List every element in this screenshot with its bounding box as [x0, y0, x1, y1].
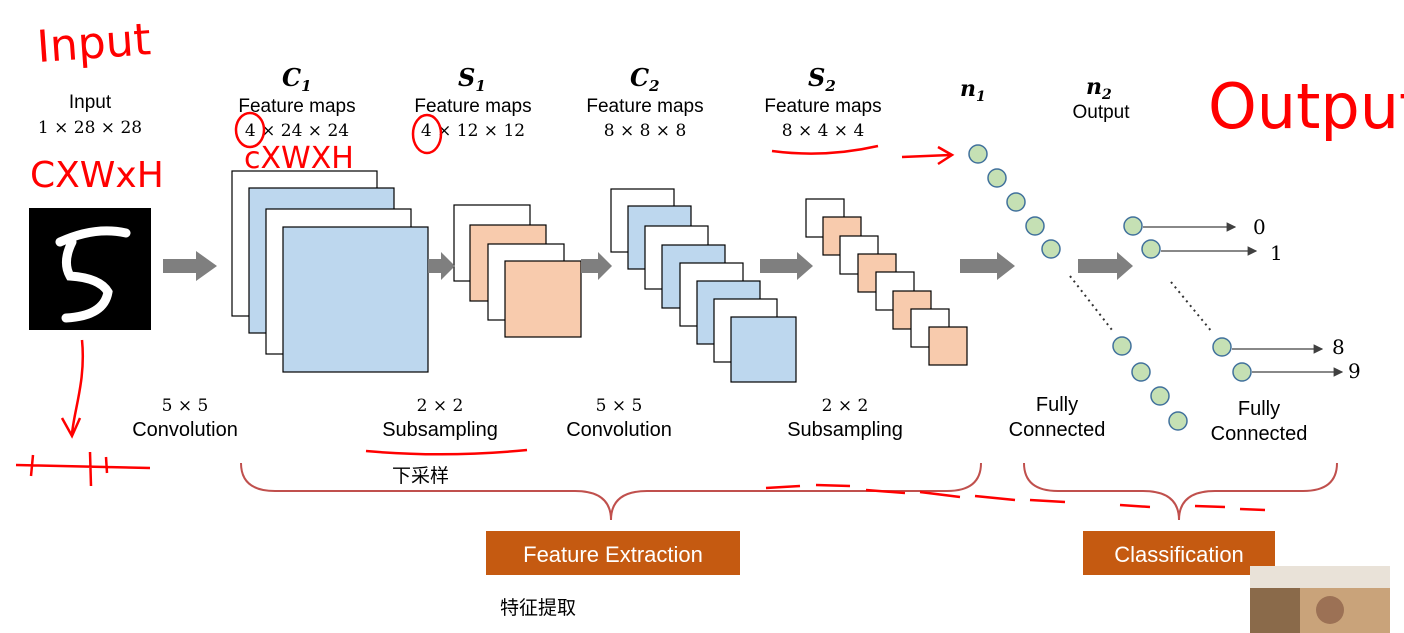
svg-text:4 × 24 × 24: 4 × 24 × 24 [245, 121, 349, 141]
feature-cn-note: 特征提取 [500, 597, 576, 619]
s2-feature-maps [805, 198, 968, 366]
flow-arrows [163, 251, 1133, 281]
svg-text:4 × 12 × 12: 4 × 12 × 12 [421, 121, 525, 141]
svg-text:C2: C2 [630, 63, 660, 95]
flow-arrow [581, 252, 612, 280]
neuron-node [1141, 239, 1161, 259]
svg-text:Feature maps: Feature maps [414, 96, 531, 117]
svg-text:2 × 2: 2 × 2 [417, 396, 464, 416]
c2-feature-maps [610, 188, 797, 383]
svg-text:Connected: Connected [1009, 419, 1106, 441]
cwh-handwritten-c1: cXWXH [244, 141, 354, 176]
c1-header: C1 Feature maps 4 × 24 × 24 [238, 63, 355, 141]
sub1-label: 2 × 2 Subsampling [382, 396, 498, 441]
subsample-cn-note: 下采样 [392, 465, 449, 487]
neuron-node [1212, 337, 1232, 357]
output-arrows [1143, 222, 1344, 377]
svg-text:5 × 5: 5 × 5 [596, 396, 643, 416]
n1-nodes [968, 144, 1188, 431]
svg-text:Feature maps: Feature maps [586, 96, 703, 117]
svg-text:Feature Extraction: Feature Extraction [523, 542, 703, 567]
fc1-label: Fully Connected [1009, 394, 1106, 441]
n2-nodes [1123, 216, 1252, 382]
svg-text:n1: n1 [960, 76, 986, 105]
svg-text:Convolution: Convolution [566, 419, 672, 441]
output-label-9: 9 [1348, 359, 1361, 383]
feature-extraction-banner: Feature Extraction [486, 531, 740, 575]
flow-arrow [428, 252, 455, 280]
svg-text:8 × 8 × 8: 8 × 8 × 8 [604, 121, 687, 141]
svg-text:Fully: Fully [1036, 394, 1078, 416]
svg-text:8 × 4 × 4: 8 × 4 × 4 [782, 121, 865, 141]
n1-handwritten-arrow [901, 145, 955, 166]
feature-extraction-brace [240, 462, 982, 521]
s2-dims-underline [771, 144, 879, 155]
output-label-0: 0 [1253, 215, 1266, 239]
digit-image [29, 208, 151, 330]
s1-header: S1 Feature maps 4 × 12 × 12 [414, 63, 531, 141]
c2-header: C2 Feature maps 8 × 8 × 8 [586, 63, 703, 141]
conv2-label: 5 × 5 Convolution [566, 396, 672, 441]
svg-text:Connected: Connected [1211, 423, 1308, 445]
cwh-handwritten-left: CXWxH [30, 155, 164, 196]
classification-banner: Classification [1083, 531, 1275, 575]
svg-text:S2: S2 [808, 63, 836, 95]
svg-text:5 × 5: 5 × 5 [162, 396, 209, 416]
n2-ellipsis [1170, 281, 1213, 333]
neuron-node [1131, 362, 1151, 382]
neuron-node [1006, 192, 1026, 212]
svg-text:Convolution: Convolution [132, 419, 238, 441]
svg-text:C1: C1 [282, 63, 312, 95]
output-handwritten: Output [1208, 70, 1404, 143]
svg-text:Fully: Fully [1238, 398, 1280, 420]
input-handwritten: Input [35, 14, 152, 73]
c1-feature-maps [231, 170, 429, 373]
flow-arrow [760, 252, 813, 280]
c1-channel-circle [234, 111, 266, 149]
svg-text:Output: Output [1072, 102, 1130, 123]
input-title: Input [69, 92, 112, 113]
svg-text:2 × 2: 2 × 2 [822, 396, 869, 416]
svg-text:Feature maps: Feature maps [238, 96, 355, 117]
svg-text:n2: n2 [1086, 74, 1112, 103]
classification-brace [1023, 462, 1338, 521]
neuron-node [1112, 336, 1132, 356]
neuron-node [987, 168, 1007, 188]
svg-text:S1: S1 [458, 63, 486, 95]
svg-text:Subsampling: Subsampling [382, 419, 498, 441]
webcam-thumbnail [1250, 566, 1390, 633]
fc2-label: Fully Connected [1211, 398, 1308, 445]
neuron-node [1150, 386, 1170, 406]
subsampling-underline [365, 448, 528, 456]
s2-header: S2 Feature maps 8 × 4 × 4 [764, 63, 881, 141]
s1-feature-maps [453, 204, 582, 338]
flow-arrow [163, 251, 217, 281]
neuron-node [1232, 362, 1252, 382]
input-down-arrow [60, 339, 84, 439]
svg-text:Classification: Classification [1114, 542, 1244, 567]
input-axis-ticks [15, 451, 151, 487]
n1-header: n1 [960, 76, 986, 105]
neuron-node [1041, 239, 1061, 259]
flow-arrow [960, 252, 1015, 280]
neuron-node [968, 144, 988, 164]
s1-channel-circle [411, 113, 443, 155]
input-dims: 1 × 28 × 28 [38, 118, 142, 138]
red-dashed-annotation [765, 483, 1266, 512]
output-label-1: 1 [1270, 241, 1283, 265]
neuron-node [1025, 216, 1045, 236]
sub2-label: 2 × 2 Subsampling [787, 396, 903, 441]
n1-ellipsis [1069, 275, 1113, 331]
flow-arrow [1078, 252, 1133, 280]
output-label-8: 8 [1332, 335, 1345, 359]
svg-text:Feature maps: Feature maps [764, 96, 881, 117]
n2-header: n2 Output [1072, 74, 1130, 123]
conv1-label: 5 × 5 Convolution [132, 396, 238, 441]
svg-text:Subsampling: Subsampling [787, 419, 903, 441]
neuron-node [1168, 411, 1188, 431]
neuron-node [1123, 216, 1143, 236]
